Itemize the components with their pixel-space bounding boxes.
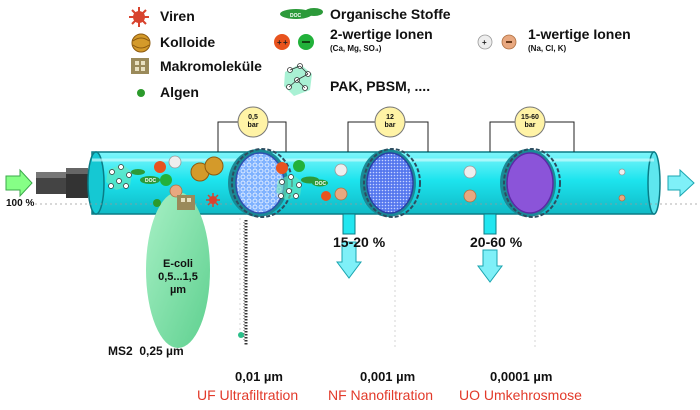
gauge-uf-unit: bar [247, 122, 259, 129]
gauge-uo-label: 15-60 bar [515, 114, 545, 130]
legend-1-wertige-ionen: 1-wertige Ionen [528, 26, 631, 42]
ecoli-unit: µm [169, 284, 187, 296]
scale-lines [239, 218, 536, 350]
doc-label-legend: DOC [290, 13, 302, 19]
particles-raw-water: DOC [106, 155, 224, 210]
pak-icon [284, 63, 312, 96]
uo-pore-size: 0,0001 µm [490, 369, 553, 384]
virus-icon [129, 7, 149, 27]
gauge-uo [514, 106, 546, 138]
ms2-dot [238, 332, 244, 338]
legend-2-wertige-ionen-sub: (Ca, Mg, SO₄) [330, 44, 382, 53]
drain-nf [336, 213, 362, 279]
gauge-nf-label: 12 bar [375, 114, 405, 130]
divalent-ion-icon: + + [274, 34, 314, 50]
macromolecule-icon [131, 58, 149, 74]
legend-2-wertige-ionen: 2-wertige Ionen [330, 26, 433, 42]
legend-pak: PAK, PBSM, .... [330, 78, 431, 94]
svg-text:+: + [482, 38, 487, 47]
particles-after-uf: DOC [276, 160, 348, 201]
legend-makromolekuele: Makromoleküle [160, 58, 262, 74]
inflow-percent: 100 % [6, 198, 35, 209]
gauge-uo-unit: bar [524, 122, 536, 129]
legend-kolloide: Kolloide [160, 34, 216, 50]
monovalent-ion-icon: + [477, 34, 517, 50]
uf-pore-size: 0,01 µm [235, 369, 283, 384]
ms2-label: MS2 0,25 µm [108, 344, 184, 358]
colloid-icon [131, 33, 151, 53]
svg-text:DOC: DOC [315, 181, 327, 187]
algae-icon [137, 89, 145, 97]
outlet-arrow [667, 168, 695, 198]
drain-uo [477, 213, 503, 283]
ecoli-name: E-coli [163, 258, 193, 270]
uo-process-name: UO Umkehrosmose [459, 387, 582, 403]
uo-membrane [500, 148, 561, 218]
pressure-lines [217, 121, 575, 152]
particles-permeate [618, 168, 626, 202]
gauge-nf [374, 106, 406, 138]
gauge-nf-unit: bar [384, 122, 396, 129]
recovery-nf: 15-20 % [333, 234, 386, 250]
gauge-uf [237, 106, 269, 138]
recovery-uo: 20-60 % [470, 234, 523, 250]
legend-1-wertige-ionen-sub: (Na, Cl, K) [528, 44, 567, 53]
ecoli-label: E-coli 0,5...1,5 µm [146, 258, 210, 297]
svg-text:+: + [277, 38, 282, 47]
particles-after-nf [463, 165, 477, 203]
inflow-arrow [5, 168, 33, 198]
legend-organische-stoffe: Organische Stoffe [330, 6, 451, 22]
nf-pore-size: 0,001 µm [360, 369, 416, 384]
nf-process-name: NF Nanofiltration [328, 387, 434, 403]
ecoli-shape [146, 192, 210, 348]
organic-matter-icon: DOC [280, 8, 323, 19]
legend-algen: Algen [160, 84, 199, 100]
nf-membrane [360, 148, 421, 218]
legend-viren: Viren [160, 8, 195, 24]
gauge-uf-label: 0,5 bar [238, 114, 268, 130]
gauge-uf-value: 0,5 [248, 114, 258, 121]
inlet-nozzle [36, 168, 88, 198]
gauge-nf-value: 12 [386, 114, 394, 121]
svg-text:+: + [283, 38, 288, 47]
ecoli-size: 0,5...1,5 [158, 271, 198, 283]
gauge-uo-value: 15-60 [521, 114, 539, 121]
uf-process-name: UF Ultrafiltration [197, 387, 299, 403]
svg-text:DOC: DOC [145, 178, 157, 184]
